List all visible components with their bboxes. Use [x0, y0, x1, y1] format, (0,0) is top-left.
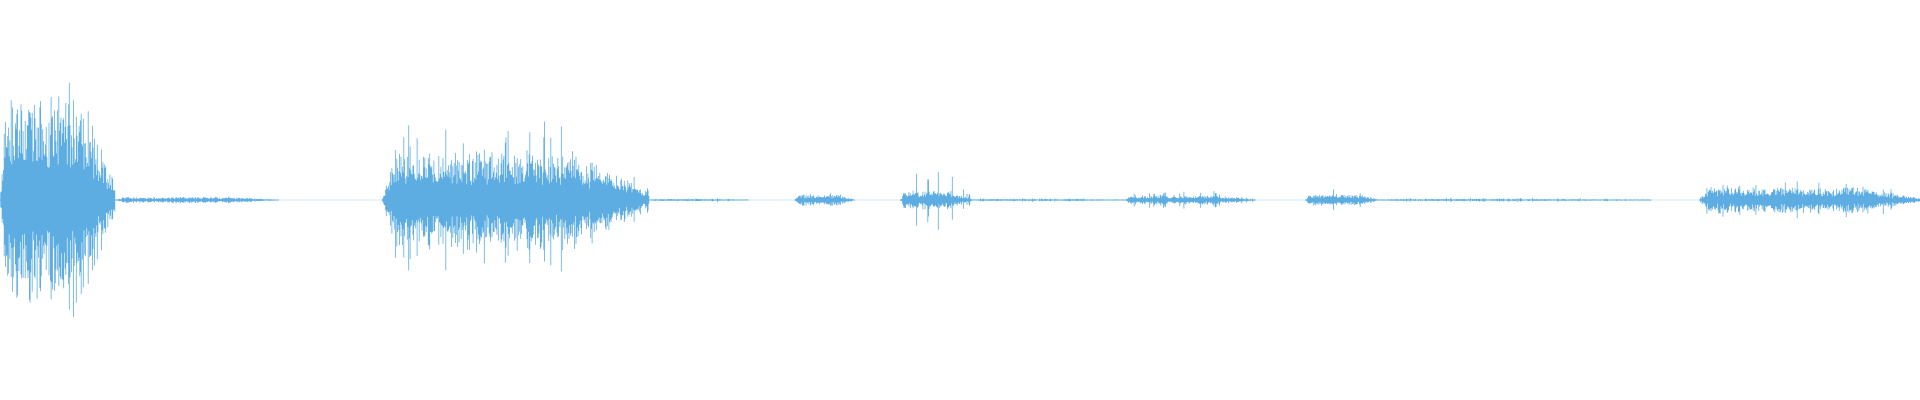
waveform-trace: [0, 82, 1920, 318]
waveform-samples: [0, 82, 1920, 318]
